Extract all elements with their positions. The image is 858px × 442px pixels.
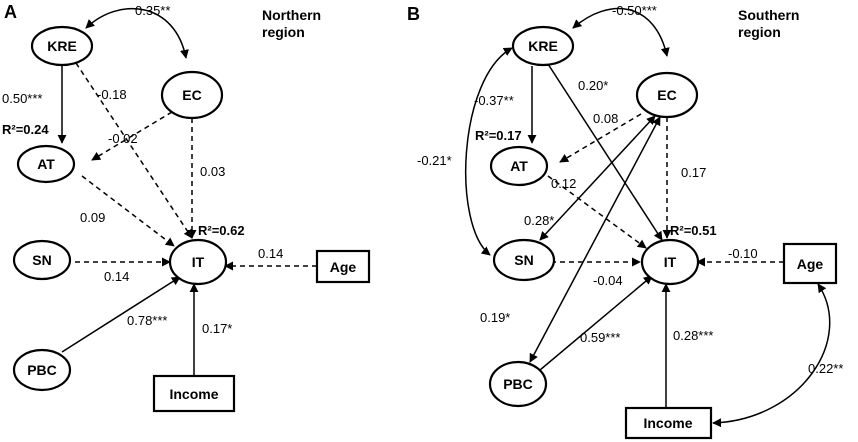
path-a-pbc-it: [61, 276, 181, 353]
panel-b-region-line2: region: [738, 24, 781, 40]
coef-b-ec-sn: 0.28*: [524, 213, 554, 228]
node-a-at-label: AT: [37, 156, 55, 172]
path-b-at-it: [547, 175, 647, 249]
panel-a-region-line1: Northern: [262, 7, 321, 23]
coef-b-at-it: 0.12: [551, 176, 576, 191]
coef-b-pbc-it: 0.59***: [580, 330, 620, 345]
node-a-sn-label: SN: [32, 252, 51, 268]
node-b-at: [489, 145, 549, 187]
node-b-age: [782, 242, 838, 285]
coef-a-ec-it: 0.03: [200, 164, 225, 179]
path-b-kre-sn: [464, 47, 513, 256]
coef-a-pbc-it: 0.78***: [127, 313, 167, 328]
coef-b-ec-pbc: 0.19*: [480, 310, 510, 325]
coef-b-kre-it: 0.20*: [578, 78, 608, 93]
coef-b-age-income: 0.22**: [808, 361, 843, 376]
r2-a-at: R²=0.24: [2, 122, 49, 137]
node-a-income-label: Income: [169, 386, 218, 402]
node-a-ec-label: EC: [182, 87, 201, 103]
node-a-it: [168, 238, 228, 286]
node-b-age-label: Age: [797, 256, 824, 272]
panel-a-region-line2: region: [262, 24, 305, 40]
node-b-it: [640, 238, 700, 286]
path-b-ec-pbc: [529, 116, 661, 363]
node-b-sn: [492, 238, 556, 282]
node-a-age: [315, 249, 371, 284]
path-a-kre-it: [75, 62, 193, 239]
coef-b-income-it: 0.28***: [673, 328, 713, 343]
node-b-at-label: AT: [510, 158, 528, 174]
node-a-sn: [12, 239, 72, 281]
coef-a-income-it: 0.17*: [202, 321, 232, 336]
node-a-pbc: [12, 348, 72, 392]
r2-b-it: R²=0.51: [670, 223, 717, 238]
coef-a-kre-it: -0.18: [97, 87, 127, 102]
coef-a-kre-at: 0.50***: [2, 91, 42, 106]
r2-b-at: R²=0.17: [475, 128, 522, 143]
path-a-kre-ec: [85, 7, 189, 59]
node-a-kre-label: KRE: [47, 38, 77, 54]
node-b-it-label: IT: [664, 254, 677, 270]
node-b-kre: [511, 25, 575, 67]
node-b-pbc: [488, 360, 548, 408]
node-b-income: [624, 406, 713, 440]
panel-a: A Northern region KRE EC AT SN IT PBC Ag…: [2, 2, 371, 413]
node-a-pbc-label: PBC: [27, 362, 57, 378]
coef-b-sn-it: -0.04: [593, 273, 623, 288]
node-b-ec-label: EC: [657, 87, 676, 103]
node-b-income-label: Income: [643, 415, 692, 431]
node-a-age-label: Age: [330, 259, 357, 275]
path-b-pbc-it: [539, 275, 653, 371]
path-a-at-it: [81, 175, 175, 247]
panel-b-letter: B: [407, 4, 420, 24]
node-a-kre: [30, 25, 94, 67]
coef-b-kre-at: -0.37**: [474, 93, 514, 108]
coef-a-sn-it: 0.14: [104, 269, 129, 284]
node-b-kre-label: KRE: [528, 38, 558, 54]
r2-a-it: R²=0.62: [198, 223, 245, 238]
node-a-it-label: IT: [192, 254, 205, 270]
coef-b-age-it: -0.10: [728, 246, 758, 261]
coef-b-ec-it: 0.17: [681, 165, 706, 180]
coef-a-kre-ec: 0.35**: [135, 3, 170, 18]
node-a-ec: [160, 70, 224, 120]
coef-a-at-it: 0.09: [80, 210, 105, 225]
panel-b-region-line1: Southern: [738, 7, 799, 23]
panel-a-letter: A: [4, 2, 17, 22]
node-a-at: [16, 144, 76, 184]
coef-b-kre-sn: -0.21*: [417, 153, 452, 168]
path-a-ec-at: [91, 111, 173, 161]
node-a-income: [152, 374, 236, 413]
node-b-pbc-label: PBC: [503, 376, 533, 392]
node-b-sn-label: SN: [514, 252, 533, 268]
coef-a-ec-at: -0.02: [108, 131, 138, 146]
coef-b-ec-at: 0.08: [593, 111, 618, 126]
path-b-kre-ec: [572, 7, 670, 57]
path-b-age-income: [712, 283, 831, 428]
panel-b: B Southern region KRE EC AT SN IT PBC Ag…: [407, 3, 843, 440]
node-b-ec: [635, 71, 699, 119]
coef-b-kre-ec: -0.50***: [612, 3, 657, 18]
coef-a-age-it: 0.14: [258, 246, 283, 261]
